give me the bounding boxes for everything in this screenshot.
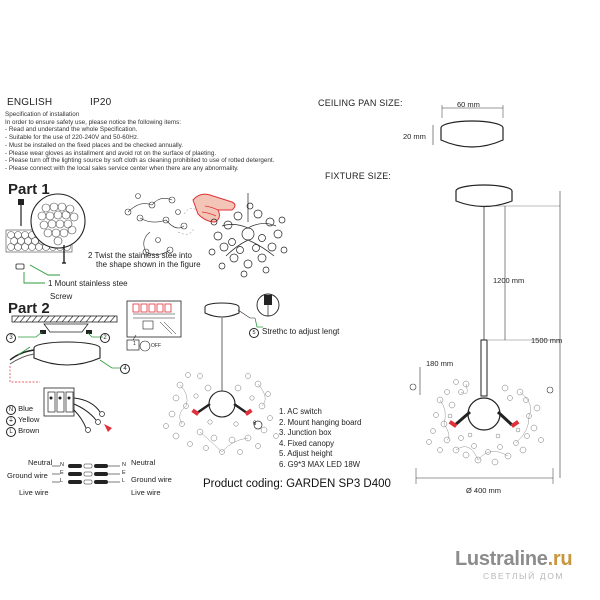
part2-marker-5: 5 bbox=[249, 327, 259, 338]
watermark: Lustraline.ru СВЕТЛЫЙ ДОМ bbox=[455, 548, 573, 581]
wiring-ground-right: Ground wire bbox=[131, 475, 172, 484]
part1-step2-line2: the shape shown in the figure bbox=[96, 260, 201, 269]
part1-screw-label: Screw bbox=[50, 292, 73, 301]
legend-yellow-label: Yellow bbox=[17, 415, 40, 424]
wiring-neutral-left: Neutral bbox=[28, 458, 53, 467]
ground-symbol: ⏚ bbox=[6, 416, 16, 426]
ip-rating: IP20 bbox=[90, 97, 112, 108]
wiring-live-right: Live wire bbox=[131, 488, 161, 497]
legend-brown: L Brown bbox=[6, 426, 39, 437]
marker-number: 4 bbox=[120, 364, 130, 374]
watermark-brand: Lustraline.ru bbox=[455, 548, 573, 571]
marker-number: 1 bbox=[133, 341, 136, 347]
spec-line: - Please turn off the lighting source by… bbox=[5, 157, 275, 165]
parts-list-item: 6. G9*3 MAX LED 18W bbox=[279, 459, 361, 469]
parts-list-item: 1. AC switch bbox=[279, 407, 322, 416]
wiring-e-left: E bbox=[60, 470, 64, 476]
part2-marker-3: 3 bbox=[6, 333, 16, 343]
part2-marker-6: 6 bbox=[253, 421, 256, 427]
watermark-brand-domain: .ru bbox=[547, 548, 573, 570]
ceiling-pan-height: 20 mm bbox=[403, 132, 426, 141]
wiring-e-right: E bbox=[122, 470, 126, 476]
switch-off-label: OFF bbox=[151, 343, 161, 349]
wiring-n-right: N bbox=[122, 462, 126, 468]
parts-list-item: 2. Mount hanging board bbox=[279, 417, 362, 427]
neutral-symbol: N bbox=[6, 405, 16, 415]
part1-title: Part 1 bbox=[8, 181, 50, 198]
product-coding: Product coding: GARDEN SP3 D400 bbox=[203, 478, 391, 490]
spec-line: - Read and understand the whole Specific… bbox=[5, 126, 138, 134]
fixture-total-height: 1500 mm bbox=[531, 336, 563, 345]
wiring-n-left: N bbox=[60, 462, 64, 468]
marker-number: 5 bbox=[249, 328, 259, 338]
marker-number: 3 bbox=[6, 333, 16, 343]
ceiling-pan-title: CEILING PAN SIZE: bbox=[318, 98, 403, 108]
marker-number: 6 bbox=[253, 421, 257, 427]
spec-line: - Please connect with the local sales se… bbox=[5, 164, 239, 172]
legend-blue-label: Blue bbox=[18, 404, 34, 413]
part1-step2-line1: 2 Twist the stainless stee into bbox=[88, 251, 192, 260]
part2-title: Part 2 bbox=[8, 300, 50, 317]
spec-line: In order to ensure safety use, please no… bbox=[5, 118, 182, 126]
ceiling-pan-width: 60 mm bbox=[457, 100, 480, 109]
part2-marker-4: 4 bbox=[120, 364, 130, 374]
wiring-ground-left: Ground wire bbox=[7, 471, 48, 480]
fixture-title: FIXTURE SIZE: bbox=[325, 171, 392, 181]
fixture-diameter: Ø 400 mm bbox=[466, 486, 502, 495]
parts-list-item: 4. Fixed canopy bbox=[279, 438, 335, 448]
legend-brown-label: Brown bbox=[18, 426, 40, 435]
spec-line: - Must be installed on the fixed places … bbox=[5, 141, 184, 149]
marker-number: 2 bbox=[100, 333, 110, 343]
part2-marker-2: 2 bbox=[100, 333, 110, 343]
wiring-l-left: L bbox=[60, 478, 64, 484]
spec-line: - Suitable for the use of 220-240V and 5… bbox=[5, 134, 139, 142]
spec-line: - Please wear gloves as installment and … bbox=[5, 149, 217, 157]
fixture-rod: 180 mm bbox=[426, 359, 454, 368]
spec-title: Specification of installation bbox=[5, 111, 80, 118]
spec-block: Specification of installation In order t… bbox=[5, 111, 274, 173]
wire-color-legend: N Blue ⏚ Yellow L Brown bbox=[6, 404, 39, 437]
fixture-suspension: 1200 mm bbox=[493, 276, 525, 285]
wiring-live-left: Live wire bbox=[19, 488, 49, 497]
parts-list-item: 3. Junction box bbox=[279, 428, 332, 438]
legend-yellow: ⏚ Yellow bbox=[6, 415, 39, 426]
part2-stretch-label: Strethc to adjust lengt bbox=[262, 327, 340, 336]
live-symbol: L bbox=[6, 427, 16, 437]
parts-list-item: 5. Adjust height bbox=[279, 449, 333, 459]
parts-list: 1. AC switch 2. Mount hanging board 3. J… bbox=[279, 407, 361, 471]
wiring-l-right: L bbox=[122, 478, 126, 484]
watermark-brand-main: Lustraline bbox=[455, 548, 548, 570]
part2-marker-1: 1 bbox=[133, 341, 136, 347]
legend-blue: N Blue bbox=[6, 404, 39, 415]
wiring-neutral-right: Neutral bbox=[131, 458, 156, 467]
language-heading: ENGLISH bbox=[7, 97, 53, 108]
part1-step1: 1 Mount stainless stee bbox=[48, 279, 128, 288]
spec-lines: In order to ensure safety use, please no… bbox=[5, 119, 274, 173]
watermark-subtitle: СВЕТЛЫЙ ДОМ bbox=[483, 571, 565, 581]
